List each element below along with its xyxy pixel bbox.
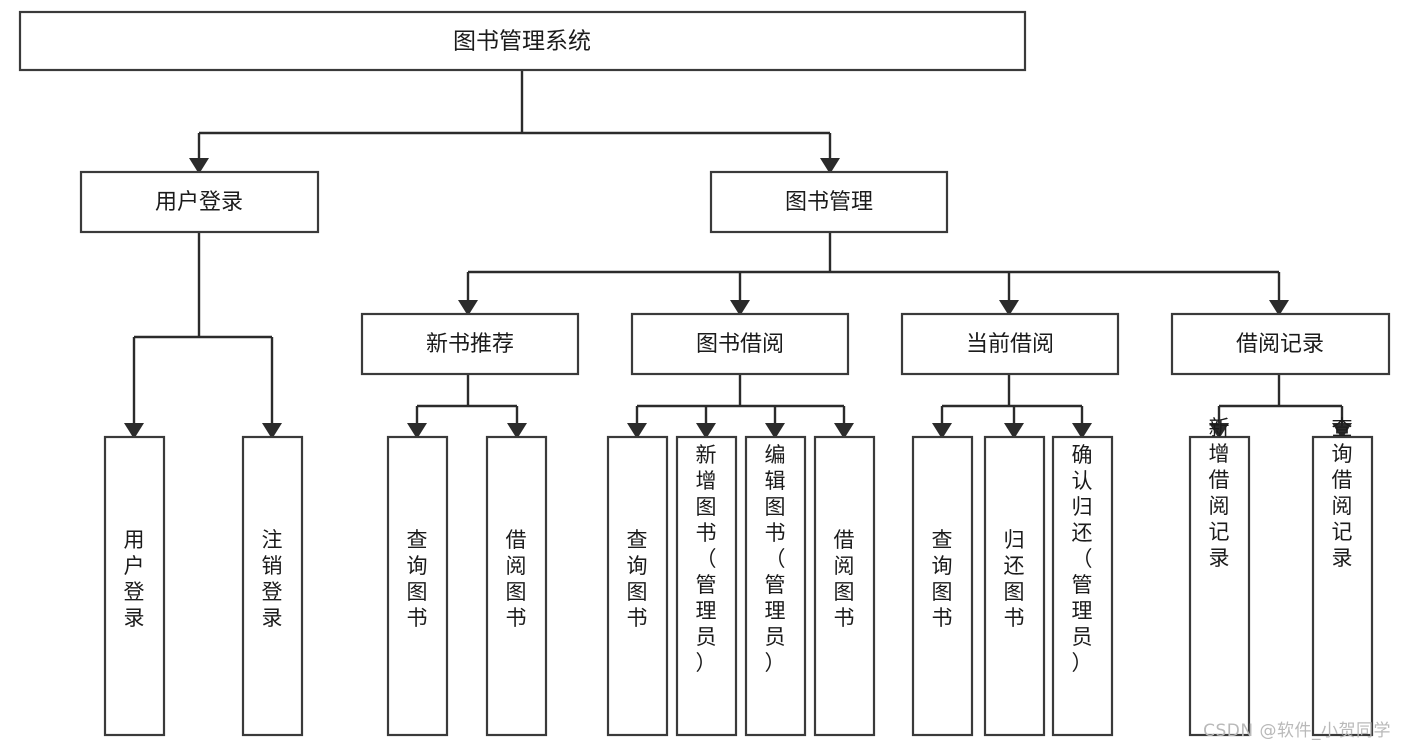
- connector-root-to-level2: [189, 70, 840, 174]
- node-book-management-label: 图书管理: [785, 190, 873, 215]
- leaf-node-query-books-newbook[interactable]: 查询图书: [386, 435, 449, 737]
- leaf-node-confirm-return-label: 确认归还（管理员）: [1072, 443, 1093, 675]
- leaf-node-edit-book[interactable]: 编辑图书（管理员）: [744, 435, 807, 737]
- node-borrow-record[interactable]: 借阅记录: [1170, 312, 1391, 376]
- connector-bookmgmt-to-level3: [458, 232, 1289, 316]
- node-book-borrow[interactable]: 图书借阅: [630, 312, 850, 376]
- leaf-node-user-login[interactable]: 用户登录: [103, 435, 166, 737]
- node-new-book-recommend[interactable]: 新书推荐: [360, 312, 580, 376]
- leaf-node-query-books-current[interactable]: 查询图书: [911, 435, 974, 737]
- node-current-borrow[interactable]: 当前借阅: [900, 312, 1120, 376]
- leaf-node-user-login-label: 用户登录: [124, 528, 145, 630]
- leaf-node-query-borrow-record-label: 查询借阅记录: [1332, 416, 1353, 570]
- leaf-node-add-book[interactable]: 新增图书（管理员）: [675, 435, 738, 737]
- connector-userlogin-to-leaves: [124, 232, 282, 439]
- node-book-borrow-label: 图书借阅: [696, 332, 784, 357]
- leaf-node-add-book-label: 新增图书（管理员）: [696, 443, 717, 675]
- leaf-node-query-books-borrow-label: 查询图书: [627, 528, 648, 630]
- leaf-node-query-books-borrow[interactable]: 查询图书: [606, 435, 669, 737]
- connector-currentborrow-to-leaves: [932, 374, 1092, 439]
- node-root-system[interactable]: 图书管理系统: [18, 10, 1027, 72]
- connector-newbook-to-leaves: [407, 374, 527, 439]
- connector-borrowrecord-to-leaves: [1209, 374, 1352, 439]
- node-borrow-record-label: 借阅记录: [1236, 332, 1324, 357]
- leaf-node-borrow-books-newbook-label: 借阅图书: [506, 528, 527, 630]
- node-book-management[interactable]: 图书管理: [709, 170, 949, 234]
- leaf-node-query-borrow-record[interactable]: 查询借阅记录: [1311, 416, 1374, 737]
- node-user-login[interactable]: 用户登录: [79, 170, 320, 234]
- leaf-node-confirm-return[interactable]: 确认归还（管理员）: [1051, 435, 1114, 737]
- connector-bookborrow-to-leaves: [627, 374, 854, 439]
- node-current-borrow-label: 当前借阅: [966, 332, 1054, 357]
- node-user-login-label: 用户登录: [155, 190, 243, 215]
- leaf-node-return-book[interactable]: 归还图书: [983, 435, 1046, 737]
- leaf-node-borrow-books-borrow[interactable]: 借阅图书: [813, 435, 876, 737]
- leaf-node-query-books-current-label: 查询图书: [932, 528, 953, 630]
- leaf-node-query-books-newbook-label: 查询图书: [407, 528, 428, 630]
- leaf-node-user-logout[interactable]: 注销登录: [241, 435, 304, 737]
- node-new-book-recommend-label: 新书推荐: [426, 332, 514, 357]
- leaf-node-borrow-books-borrow-label: 借阅图书: [834, 528, 855, 630]
- leaf-node-add-borrow-record[interactable]: 新增借阅记录: [1188, 416, 1251, 737]
- leaf-node-user-logout-label: 注销登录: [262, 528, 283, 630]
- leaf-node-edit-book-label: 编辑图书（管理员）: [765, 443, 786, 675]
- node-root-label: 图书管理系统: [453, 29, 591, 55]
- leaf-node-return-book-label: 归还图书: [1004, 528, 1025, 630]
- leaf-node-add-borrow-record-label: 新增借阅记录: [1209, 416, 1230, 570]
- leaf-node-borrow-books-newbook[interactable]: 借阅图书: [485, 435, 548, 737]
